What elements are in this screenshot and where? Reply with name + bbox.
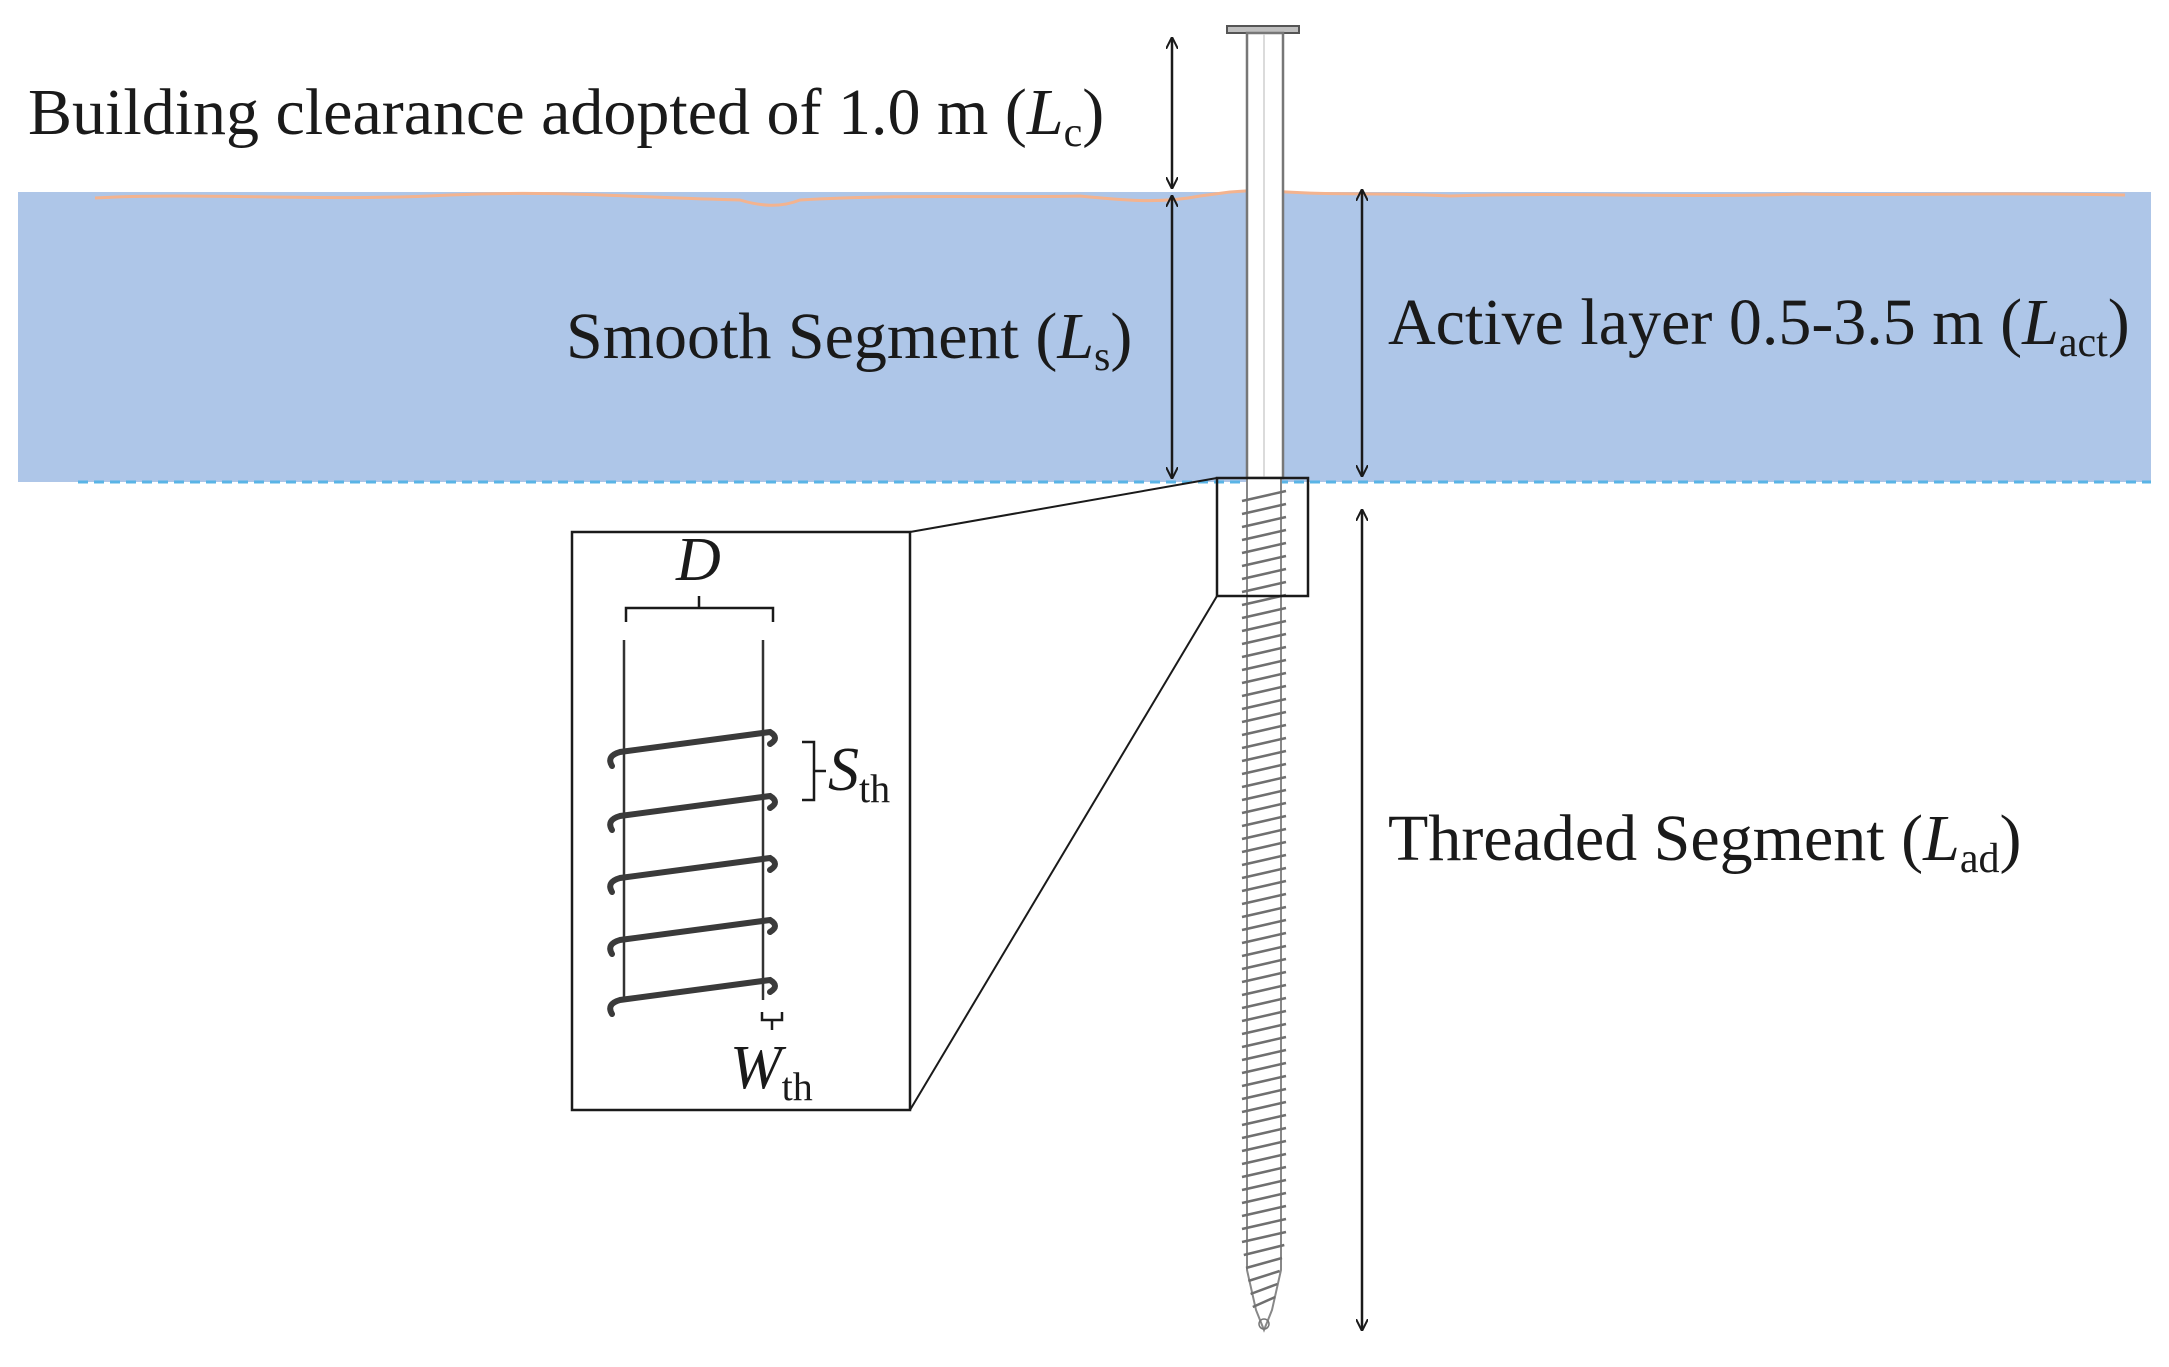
detail-threads — [607, 728, 778, 1017]
pile-tip — [1258, 1318, 1270, 1330]
thread-line — [1241, 840, 1287, 854]
active-layer-label: Active layer 0.5-3.5 m (Lact) — [1388, 286, 2130, 366]
thread-line — [1241, 1087, 1287, 1101]
thread-line — [1252, 1295, 1276, 1309]
width-bracket — [760, 1012, 784, 1030]
thread-line — [1241, 944, 1287, 958]
zoom-connector-top — [909, 477, 1218, 533]
thread-line — [1241, 1230, 1287, 1244]
thread-line — [1241, 697, 1287, 711]
clearance-label: Building clearance adopted of 1.0 m (Lc) — [28, 76, 1104, 156]
thread-line — [1241, 632, 1287, 646]
thread-line — [1241, 1178, 1287, 1192]
thread-line — [1241, 567, 1287, 581]
zoom-box — [1215, 476, 1310, 598]
thread-line — [1241, 1191, 1287, 1205]
thread-line — [1241, 658, 1287, 672]
thread-line — [1241, 1217, 1287, 1231]
diameter-label: D — [675, 526, 721, 594]
thread-line — [1241, 892, 1287, 906]
smooth-shaft — [1245, 31, 1285, 480]
detail-thread — [607, 976, 778, 1017]
thread-line — [1241, 554, 1287, 568]
thread-line — [1241, 788, 1287, 802]
thread-line — [1241, 918, 1287, 932]
thread-line — [1241, 866, 1287, 880]
thread-line — [1250, 1282, 1278, 1296]
thread-line — [1241, 1035, 1287, 1049]
thread-line — [1241, 736, 1287, 750]
ground-surface-line — [94, 188, 2126, 207]
thread-line — [1241, 814, 1287, 828]
thread-line — [1241, 1022, 1287, 1036]
thread-line — [1247, 1269, 1281, 1283]
thread-line — [1241, 957, 1287, 971]
thread-detail-box: D Sth Wth — [570, 526, 912, 1112]
detail-thread — [607, 854, 778, 895]
thread-line — [1241, 671, 1287, 685]
thread-line — [1241, 801, 1287, 815]
threaded-shaft — [1241, 478, 1287, 1333]
thread-line — [1241, 1139, 1287, 1153]
thread-line — [1241, 515, 1287, 529]
thread-line — [1241, 879, 1287, 893]
spacing-bracket — [802, 740, 826, 802]
thread-line — [1241, 853, 1287, 867]
thread-line — [1241, 1113, 1287, 1127]
thread-line — [1241, 1061, 1287, 1075]
thread-line — [1241, 710, 1287, 724]
diameter-bracket — [624, 596, 775, 622]
threaded-segment-label: Threaded Segment (Lad) — [1388, 802, 2021, 882]
thread-line — [1241, 983, 1287, 997]
thread-line — [1241, 1204, 1287, 1218]
thread-line — [1241, 580, 1287, 594]
thread-line — [1245, 1256, 1283, 1270]
width-label: Wth — [730, 1034, 813, 1109]
detail-thread — [607, 916, 778, 957]
thread-line — [1241, 684, 1287, 698]
thread-line — [1241, 931, 1287, 945]
thread-line — [1241, 606, 1287, 620]
thread-line — [1241, 749, 1287, 763]
active-layer-band — [18, 192, 2151, 482]
smooth-segment-label: Smooth Segment (Ls) — [566, 300, 1132, 380]
thread-line — [1241, 905, 1287, 919]
thread-line — [1241, 1048, 1287, 1062]
zoom-connector-bottom — [909, 595, 1218, 1111]
spacing-label: Sth — [828, 736, 890, 811]
thread-line — [1241, 489, 1287, 503]
thread-line — [1241, 619, 1287, 633]
thread-line — [1241, 541, 1287, 555]
detail-thread — [607, 792, 778, 833]
thread-line — [1241, 528, 1287, 542]
thread-line — [1241, 723, 1287, 737]
thread-line — [1241, 1126, 1287, 1140]
thread-line — [1241, 1152, 1287, 1166]
thread-line — [1241, 1009, 1287, 1023]
detail-thread — [607, 728, 778, 769]
thread-line — [1241, 827, 1287, 841]
thread-line — [1241, 1100, 1287, 1114]
thread-line — [1241, 970, 1287, 984]
thread-line — [1241, 1074, 1287, 1088]
thread-line — [1241, 645, 1287, 659]
thread-line — [1241, 502, 1287, 516]
thread-line — [1241, 762, 1287, 776]
thread-line — [1243, 1243, 1285, 1257]
thread-line — [1241, 775, 1287, 789]
thread-line — [1241, 1165, 1287, 1179]
thread-line — [1241, 996, 1287, 1010]
